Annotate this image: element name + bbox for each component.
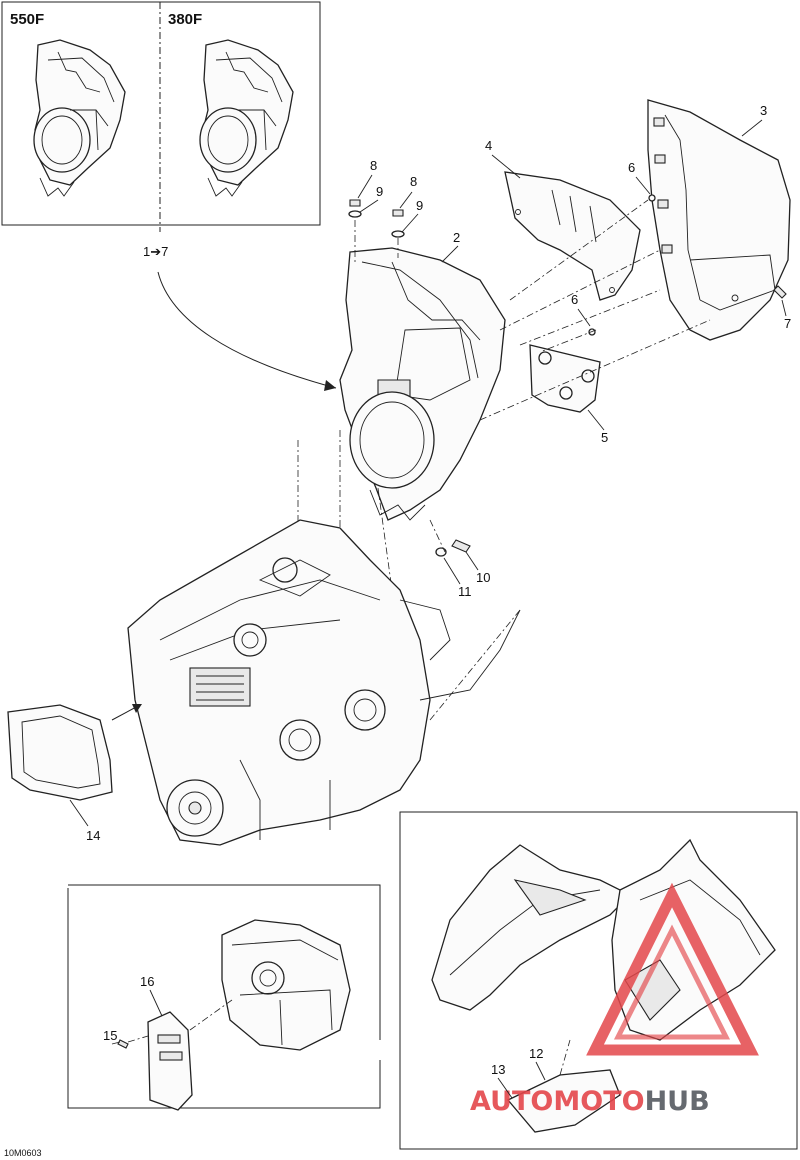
callout-16: 16 xyxy=(140,974,154,989)
part-14-gasket xyxy=(7,704,142,827)
callout-10: 10 xyxy=(476,570,490,585)
callout-12: 12 xyxy=(529,1046,543,1061)
bracket-inset-frame xyxy=(67,888,381,1109)
callout-2: 2 xyxy=(453,230,460,245)
callout-11: 11 xyxy=(458,584,472,599)
callout-range-1-7: 1➔7 xyxy=(143,244,168,259)
callout-6-lower: 6 xyxy=(571,292,578,307)
model-inset: 550F 380F 1➔7 xyxy=(1,1,337,391)
watermark-text: AUTOMOTOHUB xyxy=(470,1086,710,1117)
callout-13: 13 xyxy=(491,1062,505,1077)
range-leader-arrow xyxy=(324,380,336,391)
callout-5: 5 xyxy=(601,430,608,445)
callout-9-left: 9 xyxy=(376,184,383,199)
watermark-triangle-logo xyxy=(586,882,759,1056)
model-label-550f: 550F xyxy=(10,11,44,28)
cowl-inset-frame xyxy=(399,811,798,1150)
fasteners-8-9 xyxy=(348,199,405,238)
model-label-380f: 380F xyxy=(168,11,202,28)
callout-8-left: 8 xyxy=(370,158,377,173)
housing-variant-550f xyxy=(33,39,126,197)
callout-8-right: 8 xyxy=(410,174,417,189)
callouts: 2 3 4 5 6 6 7 8 8 9 9 10 11 12 13 14 15 … xyxy=(86,103,791,1099)
callout-14: 14 xyxy=(86,828,100,843)
part-3-shroud xyxy=(647,99,791,341)
drawing-code: 10M0603 xyxy=(4,1148,42,1158)
callout-15: 15 xyxy=(103,1028,117,1043)
range-leader-line xyxy=(157,271,337,389)
callout-3: 3 xyxy=(760,103,767,118)
assembly-lines xyxy=(297,199,711,721)
engine-block xyxy=(127,519,521,846)
inset-frame xyxy=(1,1,321,226)
small-parts xyxy=(435,194,787,557)
callout-7: 7 xyxy=(784,316,791,331)
housing-variant-380f xyxy=(199,39,294,197)
watermark: AUTOMOTOHUB xyxy=(470,882,759,1117)
bracket-inset xyxy=(67,884,381,1111)
callout-9-right: 9 xyxy=(416,198,423,213)
callout-4: 4 xyxy=(485,138,492,153)
part-4-heat-shield xyxy=(504,171,641,301)
callout-6-upper: 6 xyxy=(628,160,635,175)
main-exploded-view xyxy=(7,99,791,846)
part-5-plate xyxy=(529,344,601,413)
part-2-housing xyxy=(339,247,506,521)
